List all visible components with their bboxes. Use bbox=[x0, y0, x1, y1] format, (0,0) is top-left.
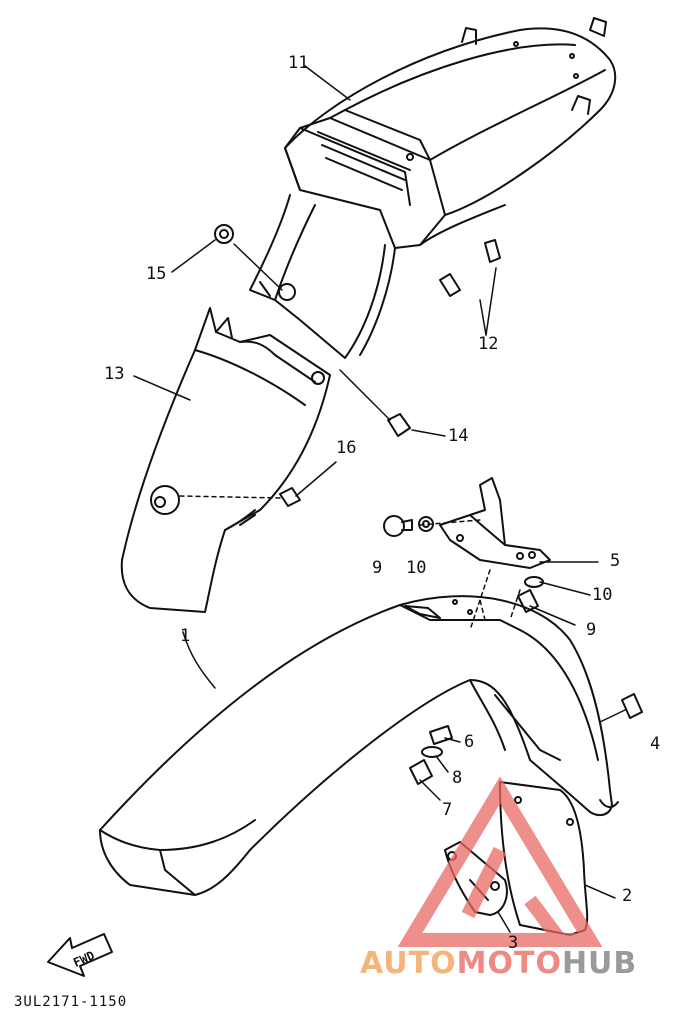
bolt-part-15 bbox=[214, 224, 234, 244]
watermark-triangle-logo bbox=[397, 776, 603, 947]
rear-flap-part-13 bbox=[120, 307, 331, 613]
callout-5: 5 bbox=[610, 551, 621, 571]
bolt-part-7 bbox=[409, 759, 433, 785]
number-plate-part-2 bbox=[499, 781, 589, 936]
callout-9-upper: 9 bbox=[372, 558, 383, 578]
part-code: 3UL2171-1150 bbox=[14, 994, 128, 1010]
callout-1: 1 bbox=[180, 626, 191, 646]
bolt-part-9-upper bbox=[383, 515, 413, 537]
callout-9-lower: 9 bbox=[586, 620, 597, 640]
fwd-label: FWD bbox=[71, 948, 97, 970]
callout-7: 7 bbox=[442, 800, 453, 820]
callout-14: 14 bbox=[448, 426, 469, 446]
watermark-moto: MOTO bbox=[456, 946, 562, 981]
washer-part-6 bbox=[429, 725, 453, 745]
callout-3: 3 bbox=[508, 933, 519, 953]
washer-part-8 bbox=[421, 746, 443, 758]
callout-8: 8 bbox=[452, 768, 463, 788]
leader-lines bbox=[133, 65, 626, 933]
rear-fender-part-11 bbox=[249, 17, 617, 359]
watermark-wordmark: AUTOMOTOHUB bbox=[360, 946, 637, 981]
callout-16: 16 bbox=[336, 438, 357, 458]
callout-2: 2 bbox=[622, 886, 633, 906]
washer-part-10-lower bbox=[524, 576, 544, 588]
watermark-auto: AUTO bbox=[360, 946, 457, 981]
watermark-hub: HUB bbox=[561, 946, 638, 981]
callout-4: 4 bbox=[650, 734, 661, 754]
bolt-part-4 bbox=[621, 693, 643, 719]
callout-6: 6 bbox=[464, 732, 475, 752]
bracket-part-5 bbox=[439, 477, 551, 569]
callout-10-upper: 10 bbox=[406, 558, 427, 578]
bolt-part-12 bbox=[439, 239, 501, 297]
callout-11: 11 bbox=[288, 53, 309, 73]
callout-13: 13 bbox=[104, 364, 125, 384]
callout-15: 15 bbox=[146, 264, 167, 284]
callout-10-lower: 10 bbox=[592, 585, 613, 605]
screw-part-14 bbox=[387, 413, 411, 437]
front-fender-part-1 bbox=[99, 595, 619, 896]
fwd-arrow-icon bbox=[47, 933, 113, 977]
screw-part-16 bbox=[279, 487, 301, 507]
callout-12: 12 bbox=[478, 334, 499, 354]
